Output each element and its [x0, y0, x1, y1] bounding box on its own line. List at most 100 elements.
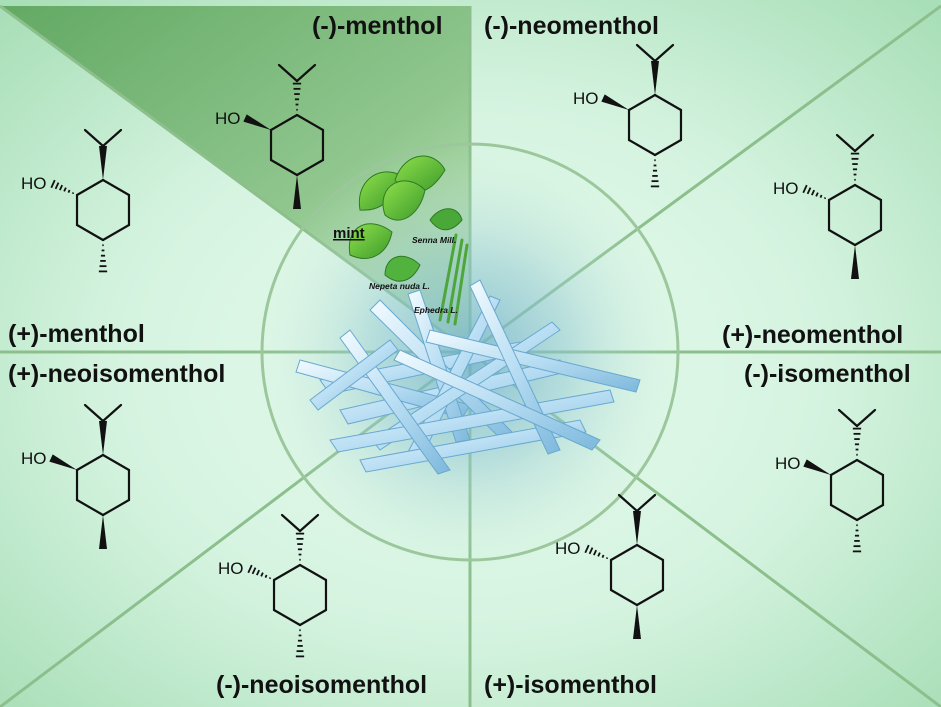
- hash-bond: [823, 197, 827, 200]
- wedge-bond: [851, 245, 859, 279]
- center-circle: [260, 142, 680, 562]
- isomer-label-plus-isomenthol: (+)-isomenthol: [484, 671, 657, 699]
- hash-bond: [59, 184, 63, 191]
- bond: [101, 453, 131, 472]
- bond: [609, 588, 639, 607]
- bond: [617, 493, 639, 513]
- hash-bond: [71, 192, 75, 195]
- plant-label-nepeta: Nepeta nuda L.: [369, 281, 430, 291]
- hydroxyl-label: HO: [573, 89, 599, 108]
- bond: [272, 563, 302, 582]
- hash-bond: [260, 572, 264, 577]
- hash-bond: [251, 567, 257, 575]
- plant-label-ephedra: Ephedra L.: [414, 305, 458, 315]
- hash-bond: [819, 194, 823, 198]
- hash-bond: [268, 577, 272, 580]
- bond: [855, 408, 877, 428]
- bond: [298, 513, 320, 533]
- bond: [829, 458, 859, 477]
- wedge-bond: [803, 459, 832, 475]
- hydroxyl-label: HO: [215, 109, 241, 128]
- hash-bond: [593, 549, 597, 556]
- bond: [653, 43, 675, 63]
- bond: [827, 183, 857, 202]
- bond: [83, 128, 105, 148]
- bond: [101, 128, 123, 148]
- hash-bond: [601, 554, 605, 558]
- hash-bond: [264, 574, 268, 578]
- isomer-label-minus-neomenthol: (-)-neomenthol: [484, 12, 659, 40]
- hash-bond: [54, 182, 60, 190]
- isomer-label-minus-isomenthol: (-)-isomenthol: [744, 360, 911, 388]
- bond: [277, 63, 299, 83]
- bond: [295, 113, 325, 132]
- hash-bond: [256, 569, 260, 576]
- bond: [269, 158, 299, 177]
- wedge-bond: [293, 175, 301, 209]
- wedge-bond: [633, 605, 641, 639]
- hash-bond: [63, 187, 67, 192]
- bond: [75, 223, 105, 242]
- bond: [653, 138, 683, 157]
- hash-bond: [597, 552, 601, 557]
- bond: [855, 503, 885, 522]
- hash-bond: [584, 544, 590, 554]
- bond: [269, 113, 299, 132]
- bond: [835, 133, 857, 153]
- isomer-label-minus-menthol: (-)-menthol: [312, 12, 443, 40]
- hydroxyl-label: HO: [21, 449, 47, 468]
- wedge-bond: [99, 515, 107, 549]
- hash-bond: [247, 564, 253, 574]
- bond: [853, 228, 883, 247]
- bond: [101, 403, 123, 423]
- bond: [101, 498, 131, 517]
- isomer-label-minus-neoisomenthol: (-)-neoisomenthol: [216, 671, 427, 699]
- bond: [101, 223, 131, 242]
- bond: [295, 158, 325, 177]
- mint-leaves-image: [348, 155, 463, 282]
- bond: [609, 543, 639, 562]
- bond: [627, 138, 657, 157]
- wedge-bond: [633, 511, 641, 545]
- bond: [855, 458, 885, 477]
- plant-label-senna: Senna Mill.: [412, 235, 456, 245]
- bond: [853, 133, 875, 153]
- hash-bond: [67, 189, 71, 193]
- hash-bond: [815, 192, 819, 197]
- wedge-bond: [601, 94, 630, 110]
- hash-bond: [50, 179, 56, 189]
- bond: [298, 563, 328, 582]
- isomer-label-plus-menthol: (+)-menthol: [8, 320, 145, 348]
- bond: [635, 543, 665, 562]
- bond: [101, 178, 131, 197]
- ephedra-stalks-image: [438, 233, 469, 326]
- bond: [853, 183, 883, 202]
- isomer-label-plus-neoisomenthol: (+)-neoisomenthol: [8, 360, 225, 388]
- bond: [298, 608, 328, 627]
- hash-bond: [802, 184, 808, 194]
- hash-bond: [811, 189, 815, 196]
- wedge-bond: [99, 421, 107, 455]
- bond: [653, 93, 683, 112]
- hydroxyl-label: HO: [21, 174, 47, 193]
- wedge-bond: [99, 146, 107, 180]
- bond: [827, 228, 857, 247]
- hydroxyl-label: HO: [775, 454, 801, 473]
- bond: [75, 498, 105, 517]
- bond: [837, 408, 859, 428]
- menthol-crystals-image: [295, 279, 641, 475]
- hydroxyl-label: HO: [218, 559, 244, 578]
- wedge-bond: [49, 454, 78, 470]
- hydroxyl-label: HO: [773, 179, 799, 198]
- hash-bond: [806, 187, 812, 195]
- bond: [272, 608, 302, 627]
- plant-label-mint: mint: [333, 225, 365, 242]
- bond: [280, 513, 302, 533]
- isomer-label-plus-neomenthol: (+)-neomenthol: [722, 321, 903, 349]
- bond: [829, 503, 859, 522]
- bond: [635, 493, 657, 513]
- bond: [627, 93, 657, 112]
- bond: [83, 403, 105, 423]
